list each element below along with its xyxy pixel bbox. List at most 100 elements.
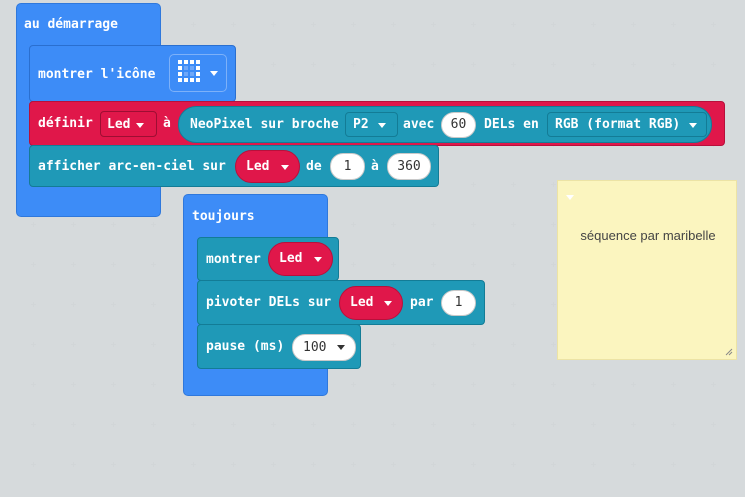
grid-cross <box>151 262 156 267</box>
grid-cross <box>551 62 556 67</box>
grid-cross <box>351 382 356 387</box>
grid-cross <box>111 262 116 267</box>
grid-cross <box>351 422 356 427</box>
grid-cross <box>551 382 556 387</box>
chevron-down-icon <box>136 123 144 128</box>
show-icon-block[interactable]: montrer l'icône <box>29 45 236 102</box>
grid-cross <box>431 262 436 267</box>
pause-block[interactable]: pause (ms) 100 <box>197 324 361 369</box>
grid-cross <box>231 422 236 427</box>
grid-cross <box>231 462 236 467</box>
grid-cross <box>271 422 276 427</box>
grid-cross <box>71 302 76 307</box>
grid-cross <box>71 382 76 387</box>
rainbow-variable-dropdown[interactable]: Led <box>235 150 300 183</box>
led-count-input[interactable]: 60 <box>441 112 476 138</box>
set-variable-block[interactable]: définir Led à NeoPixel sur broche P2 ave… <box>29 101 725 146</box>
grid-cross <box>311 422 316 427</box>
color-format-dropdown[interactable]: RGB (format RGB) <box>547 112 707 137</box>
grid-cross <box>511 182 516 187</box>
icon-picker[interactable] <box>169 54 227 92</box>
grid-cross <box>711 22 716 27</box>
chevron-down-icon <box>384 301 392 306</box>
grid-cross <box>351 262 356 267</box>
grid-cross <box>511 462 516 467</box>
grid-cross <box>511 382 516 387</box>
pin-dropdown[interactable]: P2 <box>345 112 398 137</box>
grid-cross <box>271 462 276 467</box>
grid-cross <box>391 462 396 467</box>
grid-cross <box>351 22 356 27</box>
grid-cross <box>671 22 676 27</box>
grid-cross <box>551 342 556 347</box>
pause-duration-dropdown[interactable]: 100 <box>292 334 356 361</box>
grid-cross <box>591 62 596 67</box>
grid-cross <box>591 462 596 467</box>
grid-cross <box>471 22 476 27</box>
grid-cross <box>431 222 436 227</box>
show-strip-block[interactable]: montrer Led <box>197 237 339 281</box>
grid-cross <box>391 262 396 267</box>
grid-cross <box>111 422 116 427</box>
grid-cross <box>391 62 396 67</box>
grid-cross <box>191 462 196 467</box>
rotate-amount-input[interactable]: 1 <box>441 290 476 316</box>
grid-cross <box>471 222 476 227</box>
collapse-comment-icon[interactable] <box>566 195 574 200</box>
grid-cross <box>71 222 76 227</box>
grid-cross <box>671 382 676 387</box>
rotate-variable-dropdown[interactable]: Led <box>339 286 403 320</box>
grid-cross <box>431 342 436 347</box>
rainbow-end-input[interactable]: 360 <box>387 153 431 180</box>
grid-cross <box>271 22 276 27</box>
workspace-comment[interactable]: séquence par maribelle <box>557 180 737 360</box>
grid-cross <box>591 382 596 387</box>
grid-cross <box>551 182 556 187</box>
show-rainbow-block[interactable]: afficher arc-en-ciel sur Led de 1 à 360 <box>29 145 439 187</box>
grid-cross <box>351 62 356 67</box>
grid-cross <box>151 342 156 347</box>
grid-cross <box>311 462 316 467</box>
grid-cross <box>511 222 516 227</box>
chevron-down-icon <box>281 165 289 170</box>
icon-dropdown-arrow-icon <box>210 71 218 76</box>
grid-cross <box>511 342 516 347</box>
grid-cross <box>551 222 556 227</box>
grid-cross <box>151 302 156 307</box>
grid-cross <box>471 382 476 387</box>
grid-cross <box>471 262 476 267</box>
grid-cross <box>471 342 476 347</box>
grid-cross <box>711 62 716 67</box>
grid-cross <box>631 382 636 387</box>
grid-cross <box>431 462 436 467</box>
grid-cross <box>391 222 396 227</box>
show-variable-dropdown[interactable]: Led <box>268 242 333 276</box>
grid-cross <box>71 342 76 347</box>
variable-dropdown[interactable]: Led <box>100 111 157 137</box>
grid-cross <box>511 22 516 27</box>
rainbow-start-input[interactable]: 1 <box>330 153 365 180</box>
grid-cross <box>191 422 196 427</box>
grid-cross <box>191 22 196 27</box>
grid-cross <box>671 62 676 67</box>
grid-cross <box>311 22 316 27</box>
grid-cross <box>31 262 36 267</box>
grid-cross <box>631 462 636 467</box>
on-start-label: au démarrage <box>24 17 118 32</box>
comment-text[interactable]: séquence par maribelle <box>580 228 716 243</box>
grid-cross <box>471 462 476 467</box>
grid-cross <box>551 302 556 307</box>
chevron-down-icon <box>378 123 386 128</box>
chevron-down-icon <box>337 345 345 350</box>
rotate-leds-block[interactable]: pivoter DELs sur Led par 1 <box>197 280 485 325</box>
grid-cross <box>71 262 76 267</box>
grid-cross <box>31 342 36 347</box>
grid-cross <box>31 422 36 427</box>
grid-cross <box>551 262 556 267</box>
resize-handle-icon[interactable] <box>725 348 733 356</box>
grid-cross <box>391 422 396 427</box>
to-label: à <box>163 116 171 131</box>
neopixel-create-block[interactable]: NeoPixel sur broche P2 avec 60 DELs en R… <box>178 106 712 143</box>
grid-cross <box>391 382 396 387</box>
grid-cross <box>671 422 676 427</box>
